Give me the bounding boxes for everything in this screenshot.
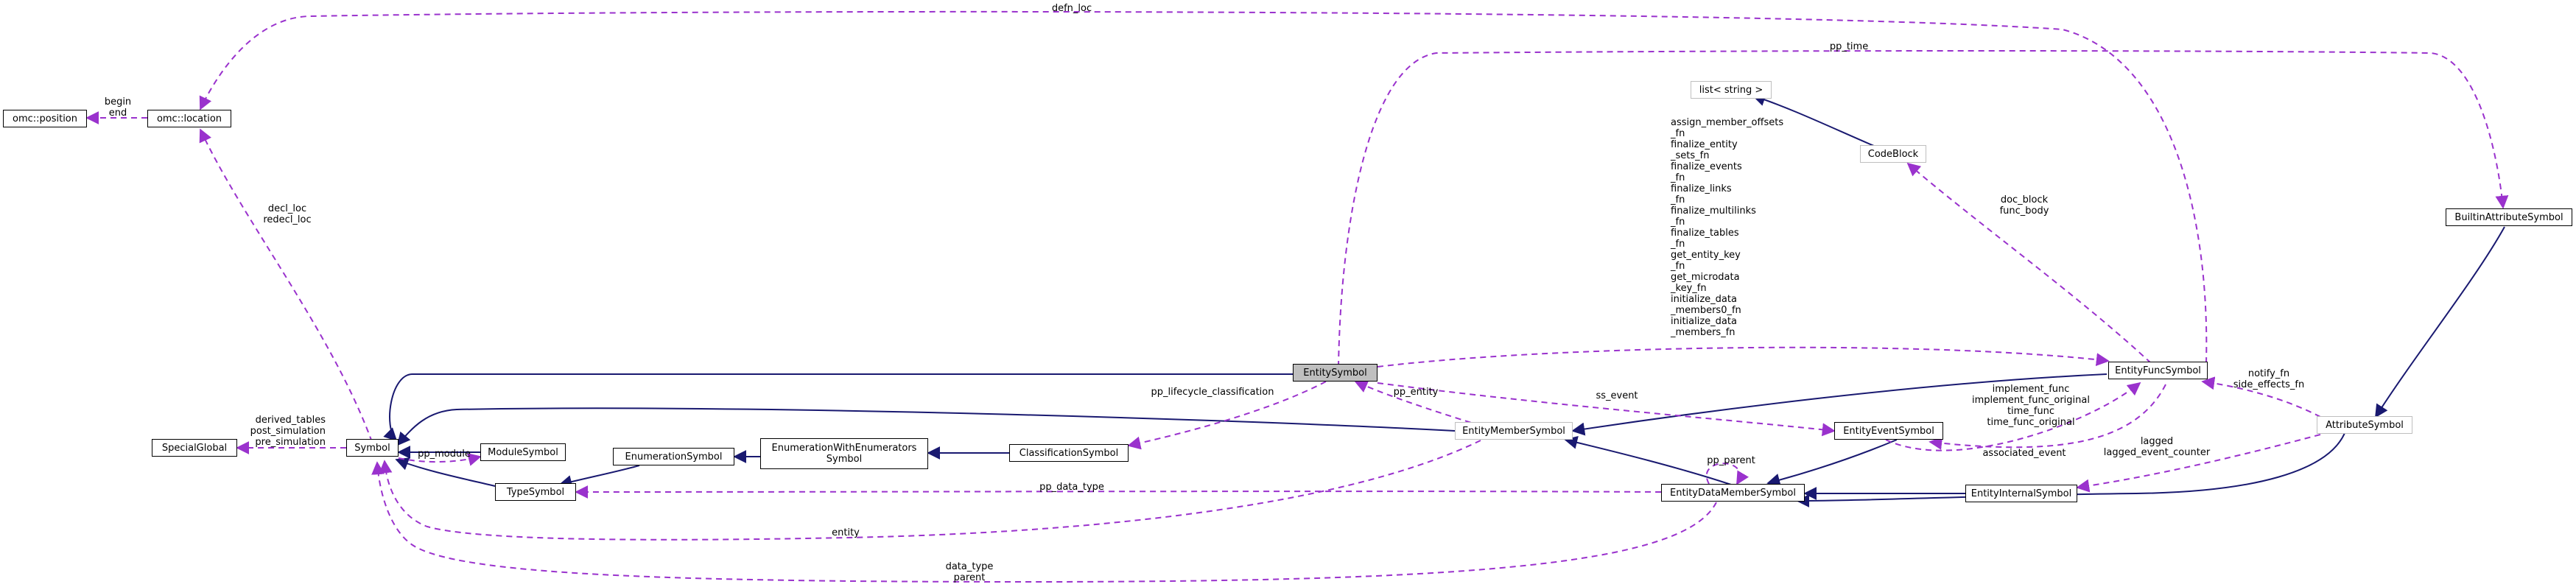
- edge-entitydatamember-entitymember: [1564, 436, 1732, 485]
- edge-attribute-entityfunc-notify: [2201, 376, 2321, 418]
- label-notify-fn: notify_fn side_effects_fn: [2233, 368, 2305, 390]
- label-pp-time: pp_time: [1829, 41, 1869, 52]
- edge-entitydatamember-typesymbol: [575, 485, 1662, 499]
- edge-entitysymbol-classification: [1127, 381, 1327, 450]
- node-attribute-symbol[interactable]: AttributeSymbol: [2317, 416, 2412, 434]
- edge-entitydatamember-symbol-datatype: [371, 461, 1717, 583]
- node-enumeration-symbol[interactable]: EnumerationSymbol: [613, 448, 734, 465]
- label-derived-tables: derived_tables post_simulation pre_simul…: [250, 415, 326, 448]
- node-symbol[interactable]: Symbol: [346, 439, 399, 457]
- edge-entitydatamember-self-ppparent: [1706, 463, 1749, 485]
- node-entity-internal-symbol[interactable]: EntityInternalSymbol: [1965, 485, 2077, 502]
- node-entity-symbol[interactable]: EntitySymbol: [1293, 364, 1378, 382]
- edge-entitysymbol-entityfunc: [1377, 346, 2110, 368]
- node-entity-func-symbol[interactable]: EntityFuncSymbol: [2108, 362, 2208, 379]
- node-list-string[interactable]: list< string >: [1691, 81, 1772, 99]
- node-code-block[interactable]: CodeBlock: [1860, 145, 1926, 163]
- node-module-symbol[interactable]: ModuleSymbol: [480, 443, 566, 461]
- label-lagged: lagged lagged_event_counter: [2103, 436, 2211, 458]
- label-ss-event: ss_event: [1596, 390, 1638, 401]
- label-pp-data-type: pp_data_type: [1039, 482, 1104, 493]
- node-builtin-attribute-symbol[interactable]: BuiltinAttributeSymbol: [2446, 208, 2572, 226]
- label-defn-loc: defn_loc: [1051, 3, 1092, 14]
- edge-entityevent-entitydatamember: [1766, 439, 1898, 487]
- edge-entityfunc-codeblock: [1906, 162, 2152, 364]
- node-classification-symbol[interactable]: ClassificationSymbol: [1009, 444, 1129, 462]
- node-omc-location[interactable]: omc::location: [147, 110, 231, 127]
- label-data-type-parent: data_type parent: [945, 561, 994, 583]
- node-special-global[interactable]: SpecialGlobal: [152, 439, 237, 457]
- edge-entitysymbol-entityevent-ssevent: [1377, 382, 1836, 437]
- edge-attribute-entityinternal-lagged: [2076, 434, 2321, 493]
- label-begin-end: begin end: [104, 96, 132, 119]
- node-enumeration-with-enumerators-symbol[interactable]: EnumerationWithEnumerators Symbol: [760, 438, 928, 469]
- label-decl-redecl: decl_loc redecl_loc: [263, 203, 312, 225]
- edge-entityevent-entityfunc: [1885, 382, 2141, 451]
- edge-entityfunc-entityevent-assoc: [1929, 384, 2166, 450]
- edge-entityfunc-location-defn: [199, 10, 2208, 364]
- node-entity-member-symbol[interactable]: EntityMemberSymbol: [1455, 422, 1573, 440]
- node-entity-event-symbol[interactable]: EntityEventSymbol: [1834, 422, 1943, 440]
- edge-entitymember-symbol-entity: [379, 440, 1481, 541]
- label-entity: entity: [832, 527, 860, 538]
- edge-attributesymbol-entitydatamember: [1796, 432, 2345, 507]
- node-entity-data-member-symbol[interactable]: EntityDataMemberSymbol: [1661, 484, 1805, 502]
- edge-entitymembersymbol-symbol: [396, 407, 1456, 446]
- edge-enumerationsymbol-typesymbol: [558, 465, 640, 488]
- edge-symbol-modulesymbol-ppmodule: [398, 453, 482, 466]
- edge-typesymbol-symbol: [395, 457, 496, 487]
- edge-entityfuncsymbol-entitymembersymbol: [1571, 373, 2108, 436]
- label-doc-block: doc_block func_body: [1999, 194, 2049, 217]
- label-implement-func: implement_func implement_func_original t…: [1972, 384, 2090, 428]
- node-omc-position[interactable]: omc::position: [3, 110, 87, 127]
- label-pp-parent: pp_parent: [1707, 455, 1755, 466]
- label-associated-event: associated_event: [1982, 448, 2066, 459]
- label-pp-lifecycle-classification: pp_lifecycle_classification: [1151, 387, 1274, 398]
- label-pp-module: pp_module: [418, 449, 471, 460]
- node-type-symbol[interactable]: TypeSymbol: [495, 483, 576, 501]
- label-func-members: assign_member_offsets _fn finalize_entit…: [1671, 117, 1784, 338]
- edge-entitysymbol-builtin-pptime: [1338, 50, 2509, 368]
- edge-entitysymbol-symbol: [383, 373, 1293, 442]
- label-pp-entity: pp_entity: [1393, 387, 1439, 398]
- edge-codeblock-liststring: [1752, 93, 1890, 153]
- edge-entitymember-entitysymbol-ppentity: [1354, 380, 1481, 426]
- edge-symbol-location-decl: [199, 128, 373, 443]
- edge-builtinattribute-attributesymbol: [2375, 226, 2505, 418]
